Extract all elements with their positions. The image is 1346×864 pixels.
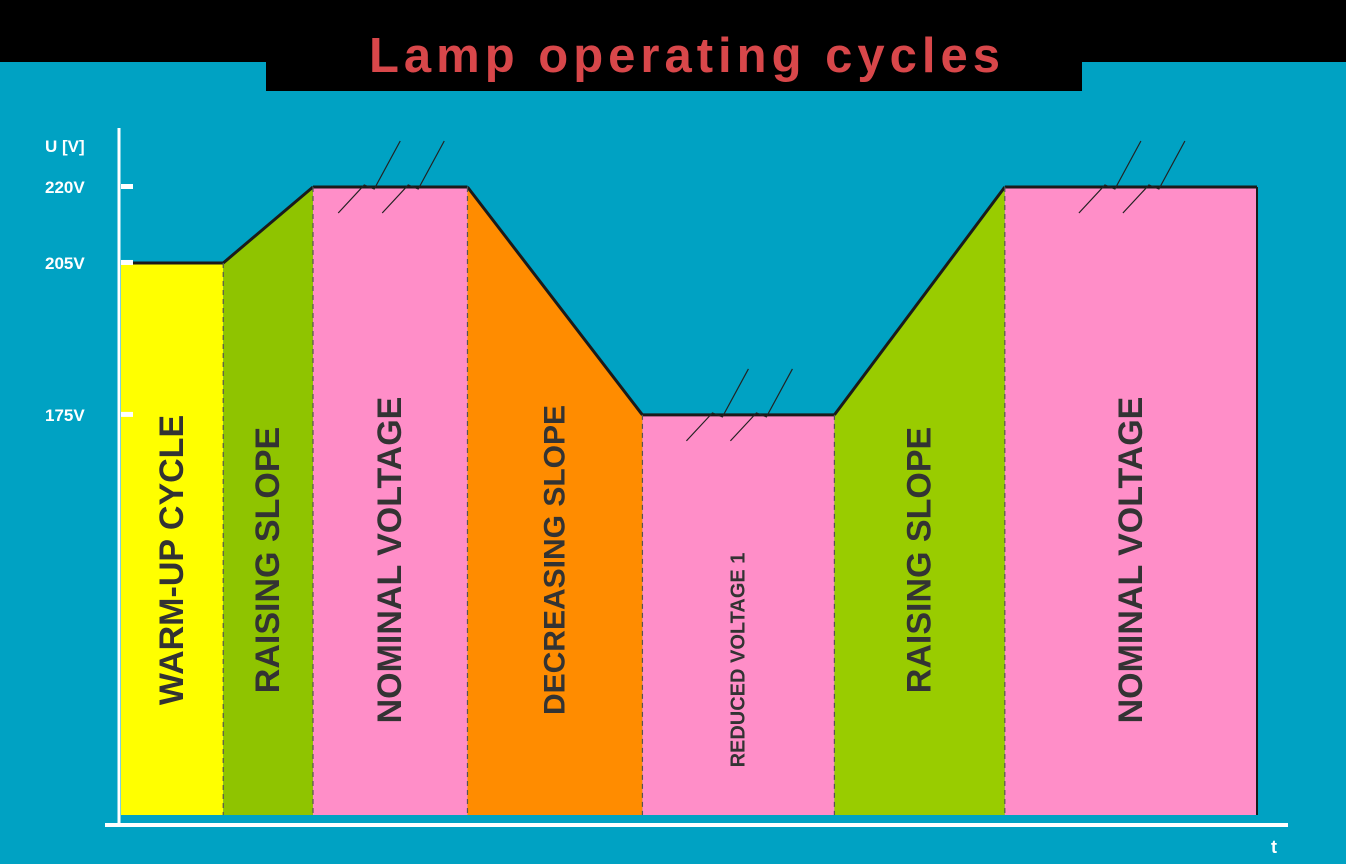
segment-label: WARM-UP CYCLE	[153, 415, 191, 705]
axis-break-mark	[381, 140, 445, 214]
segment-area	[223, 187, 313, 815]
axis-break-mark	[1078, 140, 1142, 214]
segment-top-line	[833, 186, 1007, 416]
axis-break-mark	[685, 368, 749, 442]
segment-area	[467, 187, 643, 815]
axis-break-mark	[1122, 140, 1186, 214]
title-layer: Lamp operating cycles	[0, 0, 1346, 91]
y-tick-label: 220V	[45, 178, 85, 197]
title-bar	[266, 0, 1082, 91]
y-tick-mark	[121, 411, 133, 417]
y-axis-label: U [V]	[45, 137, 85, 156]
y-tick-label: 205V	[45, 254, 85, 273]
segment-area	[642, 414, 835, 815]
segment-label: DECREASING SLOPE	[538, 405, 571, 715]
y-tick-mark	[121, 259, 133, 265]
segment-top-line	[222, 185, 314, 265]
y-tick-label: 175V	[45, 406, 85, 425]
segment-top-line	[466, 186, 644, 416]
segment-label: NOMINAL VOLTAGE	[1112, 397, 1150, 724]
axis-layer: U [V] t	[45, 128, 1288, 857]
segment-area	[312, 187, 468, 815]
segment-area	[1004, 187, 1257, 815]
segment-label: REDUCED VOLTAGE 1	[727, 553, 749, 768]
segment-label: RAISING SLOPE	[901, 427, 939, 693]
axis-break-mark	[729, 368, 793, 442]
segment-area	[121, 262, 224, 815]
segments-layer: WARM-UP CYCLE RAISING SLOPE NOMINAL VOLTAG…	[121, 140, 1258, 815]
segment-label: NOMINAL VOLTAGE	[371, 397, 409, 724]
axis-break-mark	[337, 140, 401, 214]
x-axis-label: t	[1271, 837, 1277, 857]
chart-title: Lamp operating cycles	[369, 29, 1005, 83]
segment-area	[834, 187, 1005, 815]
ticks-layer: 220V 205V 175V	[45, 178, 133, 425]
y-tick-mark	[121, 184, 133, 189]
segment-label: RAISING SLOPE	[249, 427, 287, 693]
